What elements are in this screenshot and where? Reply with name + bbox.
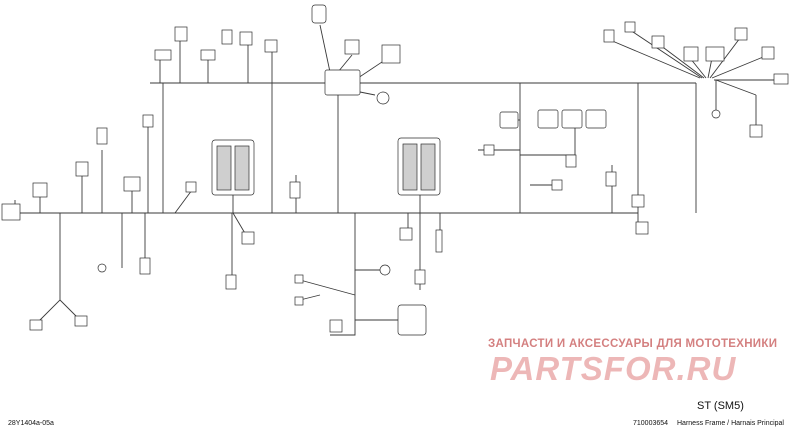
lower-connectors [225, 194, 649, 336]
model-designation: ST (SM5) [697, 400, 744, 412]
central-junction-block [311, 4, 401, 105]
part-number: 710003654 [633, 420, 669, 427]
diagram-title: Harness Frame / Harnais Principal [677, 420, 784, 427]
harness-wires [8, 24, 778, 336]
left-connectors [1, 114, 301, 331]
top-connectors [154, 26, 278, 61]
figure-reference: 28Y1404a-05a [8, 420, 54, 427]
watermark-caption: ЗАПЧАСТИ И АКСЕССУАРЫ ДЛЯ МОТОТЕХНИКИ [488, 338, 778, 350]
watermark-logo: PARTSFOR.RU [490, 350, 737, 387]
harness-connectors [1, 4, 789, 336]
ecu-connector-right [397, 137, 441, 196]
relay-box [483, 109, 617, 191]
top-right-connectors [603, 21, 789, 138]
ecu-connector-left [211, 139, 255, 196]
